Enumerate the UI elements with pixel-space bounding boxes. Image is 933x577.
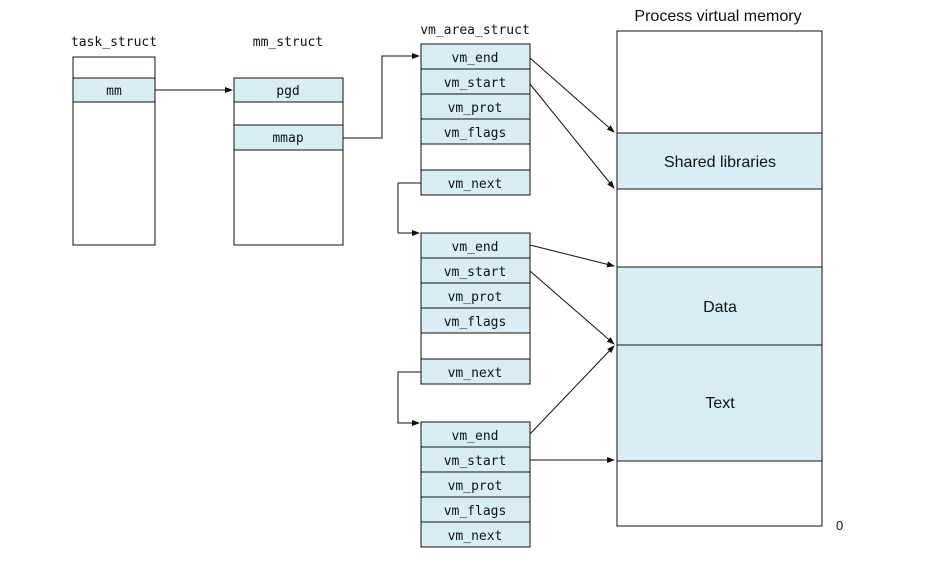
arrow-mmap-to-vma1 bbox=[343, 53, 420, 139]
text-label: Text bbox=[705, 395, 735, 412]
vma3-vm-prot-label: vm_prot bbox=[448, 479, 503, 494]
vma1-vm-start-label: vm_start bbox=[444, 76, 507, 91]
vma3-vm-next-label: vm_next bbox=[448, 529, 503, 544]
mm-struct-box bbox=[233, 77, 344, 246]
mm-struct-pgd-label: pgd bbox=[276, 84, 299, 99]
shared-libraries-region bbox=[616, 132, 823, 190]
vma2-vm-prot-field bbox=[420, 282, 531, 309]
arrow-vma1-start-to-shared-bottom bbox=[529, 83, 615, 189]
shared-libraries-label: Shared libraries bbox=[664, 154, 776, 171]
arrow-vma1-next-to-vma2 bbox=[397, 182, 421, 236]
vma3-vm-end-label: vm_end bbox=[452, 429, 499, 444]
vma1-vm-next-label: vm_next bbox=[448, 177, 503, 192]
vm-area-struct-3: vm_end vm_start vm_prot vm_flags vm_next bbox=[420, 421, 531, 548]
vma1-vm-flags-field bbox=[420, 118, 531, 145]
vma1-vm-flags-label: vm_flags bbox=[444, 126, 507, 141]
vma2-vm-next-field bbox=[420, 358, 531, 385]
task-struct-title: task_struct bbox=[71, 35, 157, 50]
memory-top-unused bbox=[616, 30, 823, 134]
vma2-vm-start-label: vm_start bbox=[444, 265, 507, 280]
vma2-vm-flags-label: vm_flags bbox=[444, 315, 507, 330]
mm-struct-mmap-label: mmap bbox=[272, 131, 303, 146]
text-region bbox=[616, 344, 823, 462]
vma2-padding bbox=[420, 332, 531, 360]
vma3-vm-start-field bbox=[420, 446, 531, 473]
pointer-arrows bbox=[155, 53, 615, 463]
vma1-padding bbox=[420, 143, 531, 171]
vma1-vm-prot-label: vm_prot bbox=[448, 101, 503, 116]
memory-bottom-unused bbox=[616, 460, 823, 527]
arrow-vma2-next-to-vma3 bbox=[397, 371, 421, 426]
vma2-vm-prot-label: vm_prot bbox=[448, 290, 503, 305]
vma2-vm-next-label: vm_next bbox=[448, 366, 503, 381]
arrow-vma2-start-to-data-bottom bbox=[529, 270, 615, 345]
vma2-vm-end-label: vm_end bbox=[452, 240, 499, 255]
arrow-vma1-end-to-shared-top bbox=[529, 57, 615, 133]
memory-gap bbox=[616, 188, 823, 268]
mm-struct: mm_struct pgd mmap bbox=[233, 35, 344, 246]
memory-title: Process virtual memory bbox=[634, 8, 801, 25]
task-struct: task_struct mm bbox=[71, 35, 157, 246]
vma3-vm-flags-field bbox=[420, 496, 531, 523]
vm-area-struct-title: vm_area_struct bbox=[420, 23, 530, 38]
task-struct-mm-field bbox=[72, 77, 156, 103]
data-label: Data bbox=[703, 299, 737, 316]
vm-area-struct-2: vm_end vm_start vm_prot vm_flags vm_next bbox=[420, 232, 531, 385]
vma3-vm-start-label: vm_start bbox=[444, 454, 507, 469]
vm-area-struct-1: vm_end vm_start vm_prot vm_flags vm_next bbox=[420, 43, 531, 196]
address-zero-label: 0 bbox=[836, 518, 843, 533]
process-virtual-memory: Process virtual memory Shared libraries … bbox=[616, 8, 843, 533]
vma3-vm-prot-field bbox=[420, 471, 531, 498]
arrow-vma3-end-to-text-top bbox=[529, 345, 615, 435]
vma1-vm-end-label: vm_end bbox=[452, 51, 499, 66]
vma2-vm-end-field bbox=[420, 232, 531, 259]
arrow-vma2-end-to-data-top bbox=[529, 244, 615, 268]
vma1-vm-start-field bbox=[420, 68, 531, 95]
mm-struct-title: mm_struct bbox=[253, 35, 323, 50]
task-struct-mm-label: mm bbox=[106, 84, 122, 99]
vma3-vm-next-field bbox=[420, 521, 531, 548]
data-region bbox=[616, 266, 823, 346]
vma3-vm-flags-label: vm_flags bbox=[444, 504, 507, 519]
mm-struct-pgd-field bbox=[233, 77, 344, 103]
vma2-vm-start-field bbox=[420, 257, 531, 284]
